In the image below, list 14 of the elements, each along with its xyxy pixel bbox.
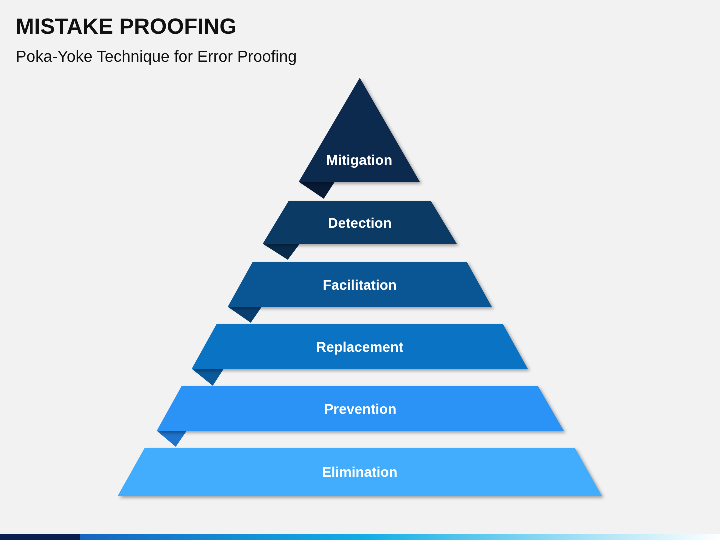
pyramid-tier — [192, 324, 528, 369]
pyramid-tier — [118, 448, 602, 496]
tier-label: Replacement — [315, 338, 405, 356]
pyramid-tier — [263, 201, 457, 244]
tier-label: Prevention — [323, 400, 398, 418]
pyramid-apex — [299, 78, 420, 182]
tier-label: Mitigation — [325, 151, 394, 169]
tier-label: Detection — [327, 214, 393, 232]
tier-label: Facilitation — [322, 276, 398, 294]
pyramid-tier — [157, 386, 564, 431]
pyramid-tier — [228, 262, 492, 307]
tier-label: Elimination — [321, 463, 399, 481]
subtitle: Poka-Yoke Technique for Error Proofing — [16, 48, 298, 68]
title: MISTAKE PROOFING — [16, 14, 237, 40]
